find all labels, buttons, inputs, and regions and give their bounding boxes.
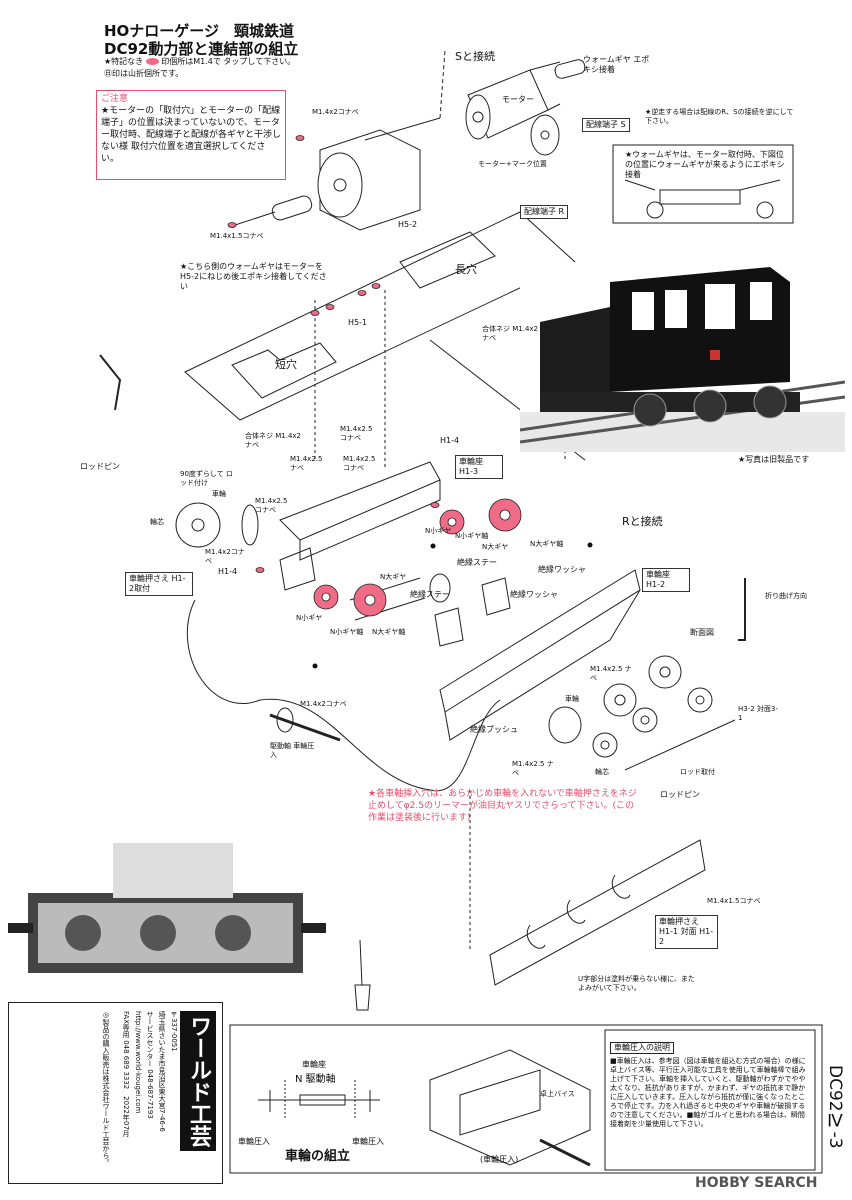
company-fax: FAX専用 048 689 3332 2022年07月	[122, 1011, 130, 1137]
rotate-label: 90度ずらして ロッド付け	[180, 470, 233, 487]
vise-label: 卓上バイス	[540, 1090, 575, 1098]
screw-m14x2-c: M1.4x2コナベ	[300, 700, 347, 708]
motor-drawing	[465, 59, 586, 140]
locomotive-graphic	[520, 267, 845, 452]
screw-m14x25n-a: M1.4x2.5 ナベ	[290, 455, 323, 472]
h52-label: H5-2	[398, 220, 418, 229]
boss-label-b: 輪芯	[595, 768, 609, 776]
n-gear-big-b: N大ギヤ	[380, 573, 407, 581]
screw-m14x25-a: M1.4x2.5 コナベ	[340, 425, 373, 442]
drive-axle-label: 駆動軸 車輪圧入	[270, 742, 315, 759]
insul-bush: 絶縁ブッシュ	[470, 725, 518, 734]
caution-title: ご注意	[101, 94, 129, 104]
page-number: DC92Ⅳ-3	[825, 1065, 845, 1149]
s-connect-label: Sと接続	[455, 50, 495, 63]
screw-m14x25-c: M1.4x2.5 コナベ	[255, 497, 288, 514]
screw-m14x2-b: M1.4x2コナベ	[205, 548, 245, 565]
explain-body: ■車輪圧入は、参考図（図は車軸を組込む方式の場合）の様に卓上バイス等、平行圧入可…	[610, 1057, 806, 1128]
page-subtitle: DC92動力部と連結部の組立	[104, 40, 299, 58]
brand-watermark: HOBBY SEARCH	[695, 1175, 818, 1191]
h14-label-b: H1-4	[218, 567, 238, 576]
combined-screw-right: 合体ネジ M1.4x2ナベ	[482, 325, 538, 342]
tap-note-pre: ★特記なき	[104, 57, 144, 66]
fold-note: ㊐印は山折個所です。	[104, 69, 184, 78]
wheel-seat-h12: 車輪座 H1-2	[642, 568, 690, 592]
worm-gear-label: ウォームギヤ エポキシ接着	[583, 55, 650, 74]
screw-m14x2-label: M1.4x2コナベ	[312, 108, 359, 116]
company-address: 埼玉県さいたま市見沼区東大宮7-46-6	[158, 1011, 166, 1132]
fold-direction: 折り曲げ方向	[765, 592, 807, 600]
terminal-s-label: 配線端子 S	[582, 118, 630, 132]
long-hole-label: 長穴	[455, 263, 477, 276]
company-name: ワールド工芸	[180, 1011, 216, 1151]
underside-graphic	[8, 843, 326, 973]
combined-screw-left: 合体ネジ M1.4x2ナベ	[245, 432, 301, 449]
n-drive-axle: N 駆動軸	[295, 1074, 336, 1085]
company-service: サービスセンター 048-687-7193	[146, 1011, 154, 1119]
tap-note: ★特記なき 印個所はM1.4で タップして下さい。	[104, 57, 295, 67]
insul-washer-b: 絶縁ワッシャ	[510, 590, 558, 599]
r-connect-label: Rと接続	[622, 515, 663, 528]
vise-caption: (車輪圧入)	[480, 1155, 519, 1164]
insul-stay-a: 絶縁ステー	[457, 558, 497, 567]
caution-box: ご注意 ★モーターの「取付穴」とモーターの「配線端子」の位置は決まっていないので…	[96, 90, 286, 180]
rod-attach: ロッド取付	[680, 768, 715, 776]
screw-m14x15-label: M1.4x1.5コナベ	[210, 232, 264, 240]
screw-m14x15-b: M1.4x1.5コナベ	[707, 897, 761, 905]
wheel-seat-bottom: 車輪座	[302, 1060, 326, 1069]
h32-label: H3-2 対面3-1	[738, 705, 778, 722]
company-url: http://www.world-kougei.com	[134, 1011, 142, 1114]
underside-photo	[8, 838, 326, 990]
section-label: 断面図	[690, 628, 714, 637]
wheel-assembly-title: 車輪の組立	[285, 1149, 351, 1164]
company-disclaimer: ◎製品の購入販売は株式会社ワールド工芸から。	[102, 1011, 110, 1166]
n-gear-big-a: N大ギヤ	[482, 543, 509, 551]
wheel-holder-h12: 車輪押さえ H1-2取付	[125, 572, 193, 596]
wheel-label-b: 車輪	[565, 695, 579, 703]
press-in-right: 車輪圧入	[352, 1137, 384, 1146]
rod-pin-label-b: ロッドピン	[660, 790, 700, 799]
caution-body: ★モーターの「取付穴」とモーターの「配線端子」の位置は決まっていないので、モータ…	[101, 106, 282, 164]
n-gear-small-a: N小ギヤ	[425, 527, 452, 535]
insul-washer-a: 絶縁ワッシャ	[538, 565, 586, 574]
wheel-label-a: 車輪	[212, 490, 226, 498]
explain-panel: 車輪圧入の説明 ■車輪圧入は、参考図（図は車軸を組込む方式の場合）の様に卓上バイ…	[610, 1035, 810, 1129]
wheel-seat-h13: 車輪座 H1-3	[455, 455, 503, 479]
wheel-holder-h11: 車輪押さえ H1-1 対面 H1-2	[655, 915, 718, 949]
screw-m14x25n-b: M1.4x2.5 ナベ	[590, 665, 632, 682]
locomotive-photo	[520, 262, 845, 452]
screw-m14x25n-c: M1.4x2.5 ナベ	[512, 760, 554, 777]
insul-stay-b: 絶縁ステー	[410, 590, 450, 599]
worm-side-note: ★こちら側のウォームギヤはモーターをH5-2にねじめ後エポキシ接着してください	[180, 262, 327, 291]
h14-label-a: H1-4	[440, 436, 460, 445]
rod-pin-label-a: ロッドピン	[80, 462, 120, 471]
motor-mark-label: モーター+マーク位置	[478, 160, 547, 168]
tap-note-post: 印個所はM1.4で タップして下さい。	[161, 57, 296, 66]
n-gear-big-axle-a: N大ギヤ軸	[530, 540, 564, 548]
n-gear-small-axle-a: N小ギヤ軸	[455, 532, 489, 540]
explain-title: 車輪圧入の説明	[610, 1042, 674, 1054]
press-in-left: 車輪圧入	[238, 1137, 270, 1146]
page-title: HOナローゲージ 頸城鉄道	[104, 22, 295, 40]
boss-label-a: 輪芯	[150, 518, 164, 526]
h51-label: H5-1	[348, 318, 368, 327]
photo-note: ★写真は旧製品です	[738, 455, 810, 464]
motor-label: モーター	[502, 95, 534, 104]
terminal-r-label: 配線端子 R	[520, 205, 569, 219]
short-hole-label: 短穴	[275, 358, 297, 371]
n-gear-small-axle-b: N小ギヤ軸	[330, 628, 364, 636]
n-gear-small-b: N小ギヤ	[296, 614, 323, 622]
red-mark-icon	[145, 58, 159, 65]
worm-box-note: ★ウォームギヤは、モーター取付時、下図位の位置にウォームギヤが来るようにエポキシ…	[625, 150, 785, 179]
u-note: U字部分は塗料が乗らない様に、またよみがいて下さい。	[578, 975, 695, 992]
reverse-note: ★逆走する場合は配線のR、Sの接続を逆にして下さい。	[645, 108, 794, 125]
axle-note: ★各車軸挿入穴は、あらかじめ車輪を入れないで車軸押さえをネジ止めしてφ2.5のリ…	[368, 789, 637, 823]
screw-m14x25-b: M1.4x2.5 コナベ	[343, 455, 376, 472]
n-gear-big-axle-b: N大ギヤ軸	[372, 628, 406, 636]
company-zip: 〒337-0051	[170, 1011, 178, 1052]
company-block: ワールド工芸 〒337-0051 埼玉県さいたま市見沼区東大宮7-46-6 サー…	[8, 1002, 223, 1184]
